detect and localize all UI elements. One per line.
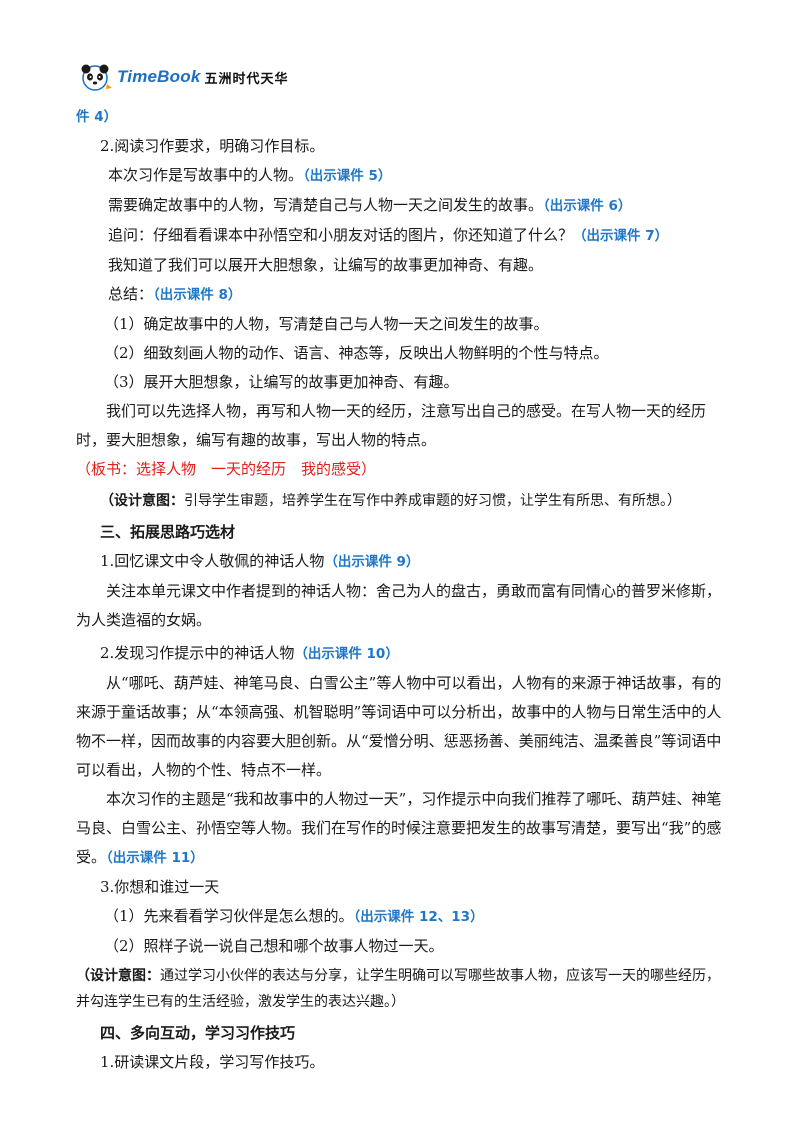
section-heading: 三、拓展思路巧选材 bbox=[100, 523, 236, 541]
text-line: 我知道了我们可以展开大胆想象，让编写的故事更加神奇、有趣。 bbox=[108, 256, 544, 274]
text-line: 1.研读课文片段，学习写作技巧。 bbox=[100, 1053, 325, 1071]
design-intent: （设计意图：通过学习小伙伴的表达与分享，让学生明确可以写哪些故事人物，应该写一天… bbox=[76, 963, 726, 1015]
line-text: 总结： bbox=[108, 285, 154, 303]
line-text: （1）先来看看学习伙伴是怎么想的。 bbox=[104, 907, 354, 925]
text-line: （2）细致刻画人物的动作、语言、神态等，反映出人物鲜明的个性与特点。 bbox=[104, 344, 609, 362]
text-line: 总结：（出示课件 8） bbox=[76, 280, 726, 310]
brand-name-cn: 五洲时代天华 bbox=[204, 71, 289, 87]
text-line: （1）先来看看学习伙伴是怎么想的。（出示课件 12、13） bbox=[76, 902, 726, 932]
paragraph: 关注本单元课文中作者提到的神话人物：舍己为人的盘古，勇敢而富有同情心的普罗米修斯… bbox=[76, 582, 722, 629]
text-line: 2.阅读习作要求，明确习作目标。 bbox=[100, 137, 325, 155]
line-text: 本次习作是写故事中的人物。 bbox=[108, 166, 304, 184]
design-intent: （设计意图：引导学生审题，培养学生在写作中养成审题的好习惯，让学生有所思、有所想… bbox=[76, 488, 726, 514]
courseware-ref: （出示课件 5） bbox=[303, 168, 392, 184]
courseware-ref: （出示课件 12、13） bbox=[353, 909, 484, 925]
courseware-ref: （出示课件 7） bbox=[573, 228, 669, 244]
line-text: 1.回忆课文中令人敬佩的神话人物 bbox=[100, 552, 325, 570]
text-line: 2.发现习作提示中的神话人物（出示课件 10） bbox=[76, 639, 726, 669]
page-header: TimeBook 五洲时代天华 bbox=[76, 60, 289, 94]
paragraph: 本次习作的主题是“我和故事中的人物过一天”，习作提示中向我们推荐了哪吒、葫芦娃、… bbox=[76, 785, 726, 873]
text-line: 3.你想和谁过一天 bbox=[100, 878, 220, 896]
document-body: 件 4） 2.阅读习作要求，明确习作目标。 本次习作是写故事中的人物。（出示课件… bbox=[76, 102, 726, 1077]
courseware-ref: 件 4） bbox=[76, 109, 118, 125]
courseware-ref: （出示课件 11） bbox=[106, 850, 204, 866]
paragraph: 从“哪吒、葫芦娃、神笔马良、白雪公主”等人物中可以看出，人物有的来源于神话故事，… bbox=[76, 674, 722, 779]
design-intent-text: 通过学习小伙伴的表达与分享，让学生明确可以写哪些故事人物，应该写一天的哪些经历，… bbox=[76, 968, 720, 1010]
design-intent-label: （设计意图： bbox=[76, 968, 160, 984]
courseware-ref: （出示课件 8） bbox=[153, 287, 242, 303]
courseware-ref: （出示课件 10） bbox=[294, 646, 399, 662]
text-line: （2）照样子说一说自己想和哪个故事人物过一天。 bbox=[104, 937, 444, 955]
section-heading: 四、多向互动，学习习作技巧 bbox=[100, 1024, 296, 1042]
paragraph-text: 本次习作的主题是“我和故事中的人物过一天”，习作提示中向我们推荐了哪吒、葫芦娃、… bbox=[76, 790, 722, 866]
panda-logo-icon bbox=[76, 62, 114, 92]
brand-name: TimeBook bbox=[117, 67, 201, 86]
line-text: 追问：仔细看看课本中孙悟空和小朋友对话的图片，你还知道了什么？ bbox=[108, 226, 574, 244]
courseware-ref: （出示课件 6） bbox=[543, 198, 632, 214]
text-line: 件 4） bbox=[76, 102, 726, 132]
paragraph-text: 我们可以先选择人物，再写和人物一天的经历，注意写出自己的感受。在写人物一天的经历… bbox=[76, 402, 707, 449]
text-line: （3）展开大胆想象，让编写的故事更加神奇、有趣。 bbox=[104, 373, 459, 391]
design-intent-text: 引导学生审题，培养学生在写作中养成审题的好习惯，让学生有所思、有所想。） bbox=[184, 493, 681, 509]
line-text: 2.发现习作提示中的神话人物 bbox=[100, 644, 295, 662]
text-line: 本次习作是写故事中的人物。（出示课件 5） bbox=[76, 161, 726, 191]
courseware-ref: （出示课件 9） bbox=[324, 554, 420, 570]
text-line: 需要确定故事中的人物，写清楚自己与人物一天之间发生的故事。（出示课件 6） bbox=[76, 191, 726, 221]
paragraph: 我们可以先选择人物，再写和人物一天的经历，注意写出自己的感受。在写人物一天的经历… bbox=[76, 397, 726, 484]
line-text: 需要确定故事中的人物，写清楚自己与人物一天之间发生的故事。 bbox=[108, 196, 544, 214]
text-line: 1.回忆课文中令人敬佩的神话人物（出示课件 9） bbox=[76, 547, 726, 577]
design-intent-label: （设计意图： bbox=[100, 493, 184, 509]
text-line: 追问：仔细看看课本中孙悟空和小朋友对话的图片，你还知道了什么？（出示课件 7） bbox=[76, 221, 726, 251]
board-note: （板书：选择人物 一天的经历 我的感受） bbox=[76, 460, 377, 478]
text-line: （1）确定故事中的人物，写清楚自己与人物一天之间发生的故事。 bbox=[104, 315, 549, 333]
